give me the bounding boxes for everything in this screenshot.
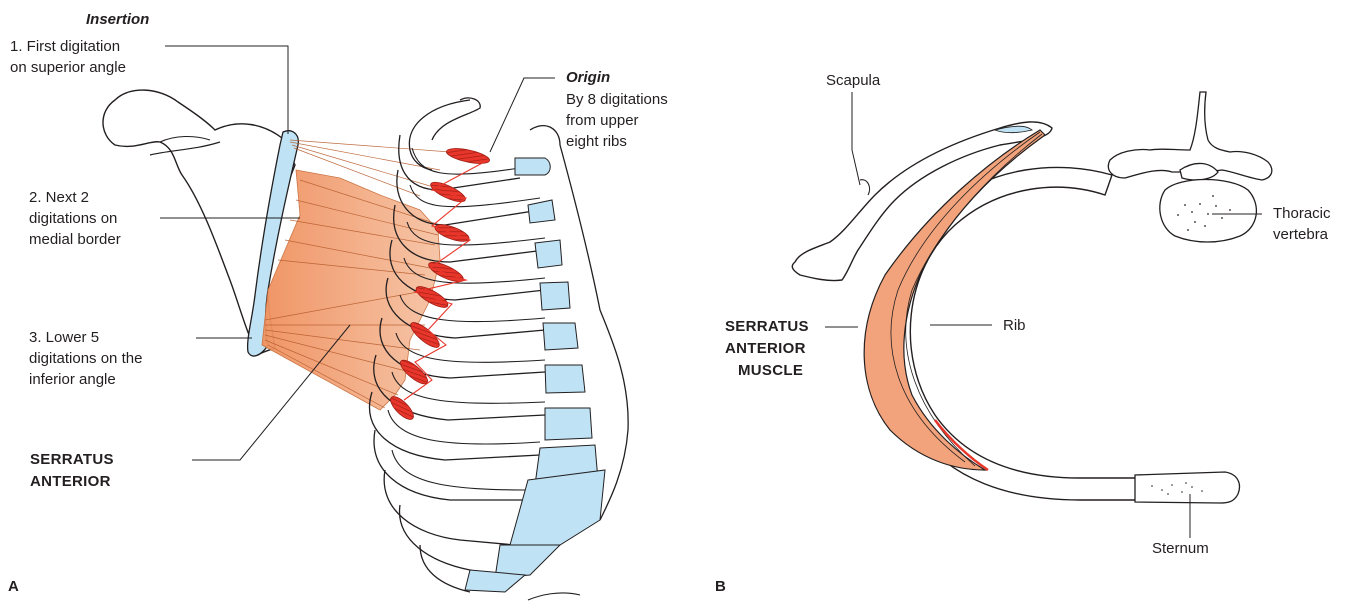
panel-b-letter: B bbox=[715, 578, 726, 595]
muscle-b-line-1: SERRATUS bbox=[725, 316, 809, 337]
muscle-b-line-2: ANTERIOR bbox=[725, 338, 806, 359]
insertion-1-line-2: on superior angle bbox=[10, 57, 126, 78]
sternum-b bbox=[1135, 472, 1239, 503]
insertion-1-line-1: 1. First digitation bbox=[10, 36, 120, 57]
insertion-3-line-2: digitations on the bbox=[29, 348, 142, 369]
panel-a-illustration bbox=[103, 46, 628, 600]
leader-origin bbox=[490, 78, 555, 152]
vertebra-label-line-1: Thoracic bbox=[1273, 203, 1331, 224]
origin-text-line-2: from upper bbox=[566, 110, 639, 131]
insertion-2-line-2: digitations on bbox=[29, 208, 117, 229]
leader-scapula bbox=[852, 92, 860, 185]
panel-b-illustration bbox=[792, 92, 1272, 538]
muscle-a-line-1: SERRATUS bbox=[30, 449, 114, 470]
insertion-3-line-3: inferior angle bbox=[29, 369, 116, 390]
muscle-a-line-2: ANTERIOR bbox=[30, 471, 111, 492]
vertebra-label-line-2: vertebra bbox=[1273, 224, 1328, 245]
thoracic-vertebra bbox=[1108, 92, 1271, 242]
muscle-b-line-3: MUSCLE bbox=[738, 360, 803, 381]
origin-title: Origin bbox=[566, 67, 610, 88]
panel-a-letter: A bbox=[8, 578, 19, 595]
insertion-title: Insertion bbox=[86, 9, 149, 30]
rib-label: Rib bbox=[1003, 315, 1026, 336]
scapula-label: Scapula bbox=[826, 70, 880, 91]
insertion-3-line-1: 3. Lower 5 bbox=[29, 327, 99, 348]
sternum-label: Sternum bbox=[1152, 538, 1209, 559]
origin-text-line-1: By 8 digitations bbox=[566, 89, 668, 110]
costal-cartilages-a bbox=[465, 158, 605, 592]
insertion-2-line-3: medial border bbox=[29, 229, 121, 250]
origin-text-line-3: eight ribs bbox=[566, 131, 627, 152]
insertion-2-line-1: 2. Next 2 bbox=[29, 187, 89, 208]
